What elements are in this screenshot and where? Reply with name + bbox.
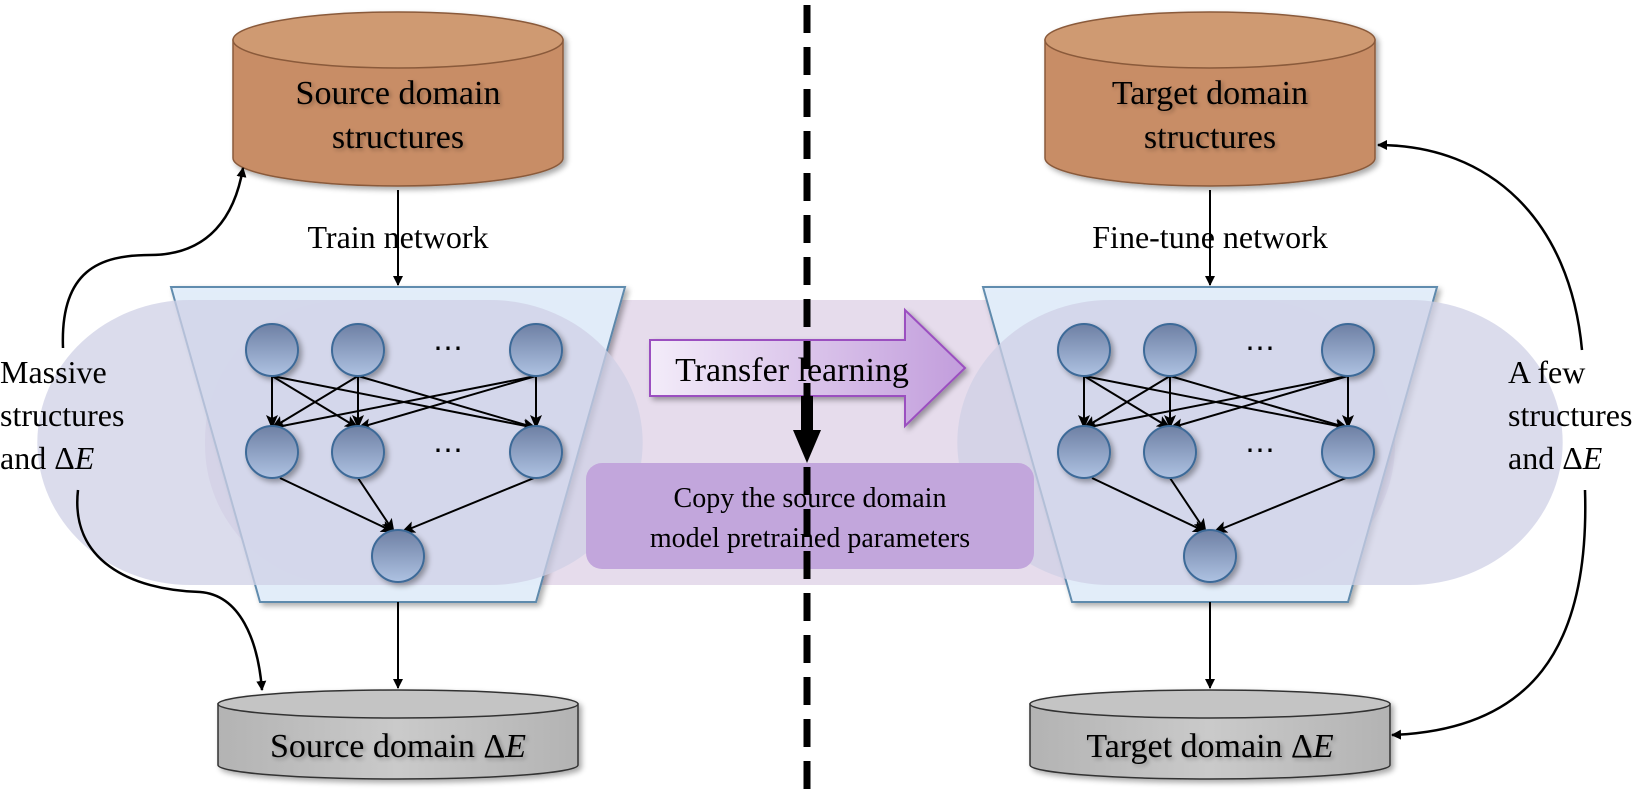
target-train-label: Fine-tune network: [1092, 219, 1328, 255]
source-side-label-line1: Massive: [0, 354, 107, 390]
layer1-ellipsis: ⋯: [433, 332, 463, 365]
network-node-layer2: [1057, 425, 1111, 479]
copy-down-arrow: [793, 396, 821, 463]
layer2-ellipsis: ⋯: [433, 434, 463, 467]
target-energy-database: [1029, 689, 1391, 780]
network-node-layer3: [1183, 529, 1237, 583]
network-edge: [357, 477, 395, 533]
source-neural-network: ⋯⋯: [245, 323, 563, 583]
source-energy-label: Source domain ΔE: [270, 728, 526, 765]
network-node-layer1: [1057, 323, 1111, 377]
target-side-label: A few structures and ΔE: [1508, 354, 1632, 476]
network-node-layer1: [245, 323, 299, 377]
target-network-highlight: [957, 300, 1563, 585]
source-structures-curve-arrow: [61, 167, 247, 349]
transfer-learning-label: Transfer learning: [675, 352, 909, 389]
network-node-layer2: [1321, 425, 1375, 479]
network-node-layer1: [509, 323, 563, 377]
target-structures-label-line2: structures: [1144, 119, 1276, 156]
network-node-layer1: [1321, 323, 1375, 377]
network-edge: [279, 477, 395, 533]
source-side-label: Massive structures and ΔE: [0, 354, 124, 476]
target-side-label-line2: structures: [1508, 397, 1632, 433]
source-structures-cylinder: [232, 11, 564, 187]
target-structures-curve-arrow: [1377, 140, 1584, 351]
network-edge: [1213, 477, 1347, 533]
network-node-layer3: [371, 529, 425, 583]
network-node-layer1: [331, 323, 385, 377]
source-energy-database: [217, 689, 579, 780]
source-side-label-line2: structures: [0, 397, 124, 433]
source-structures-label-line1: Source domain: [296, 75, 501, 112]
network-edge: [1169, 477, 1207, 533]
network-node-layer2: [245, 425, 299, 479]
source-train-label: Train network: [307, 219, 488, 255]
network-edge: [271, 375, 537, 432]
target-energy-label: Target domain ΔE: [1086, 728, 1334, 765]
network-edge: [357, 375, 537, 431]
network-edge: [271, 375, 359, 429]
layer2-ellipsis: ⋯: [1245, 434, 1275, 467]
network-node-layer2: [331, 425, 385, 479]
target-energy-curve-arrow: [1391, 489, 1587, 740]
network-edge: [1091, 477, 1207, 533]
network-node-layer2: [509, 425, 563, 479]
target-structures-label-line1: Target domain: [1112, 75, 1308, 112]
network-node-layer1: [1143, 323, 1197, 377]
network-node-layer2: [1143, 425, 1197, 479]
source-side-label-line3: and ΔE: [0, 440, 95, 476]
network-edge: [401, 477, 535, 533]
target-structures-cylinder: [1044, 11, 1376, 187]
target-side-label-line1: A few: [1508, 354, 1585, 390]
source-structures-label-line2: structures: [332, 119, 464, 156]
source-energy-curve-arrow: [76, 489, 267, 691]
network-edge: [1083, 375, 1349, 432]
layer1-ellipsis: ⋯: [1245, 332, 1275, 365]
target-side-label-line3: and ΔE: [1508, 440, 1603, 476]
network-edge: [1169, 375, 1349, 431]
target-neural-network: ⋯⋯: [1057, 323, 1375, 583]
network-edge: [1083, 375, 1171, 429]
